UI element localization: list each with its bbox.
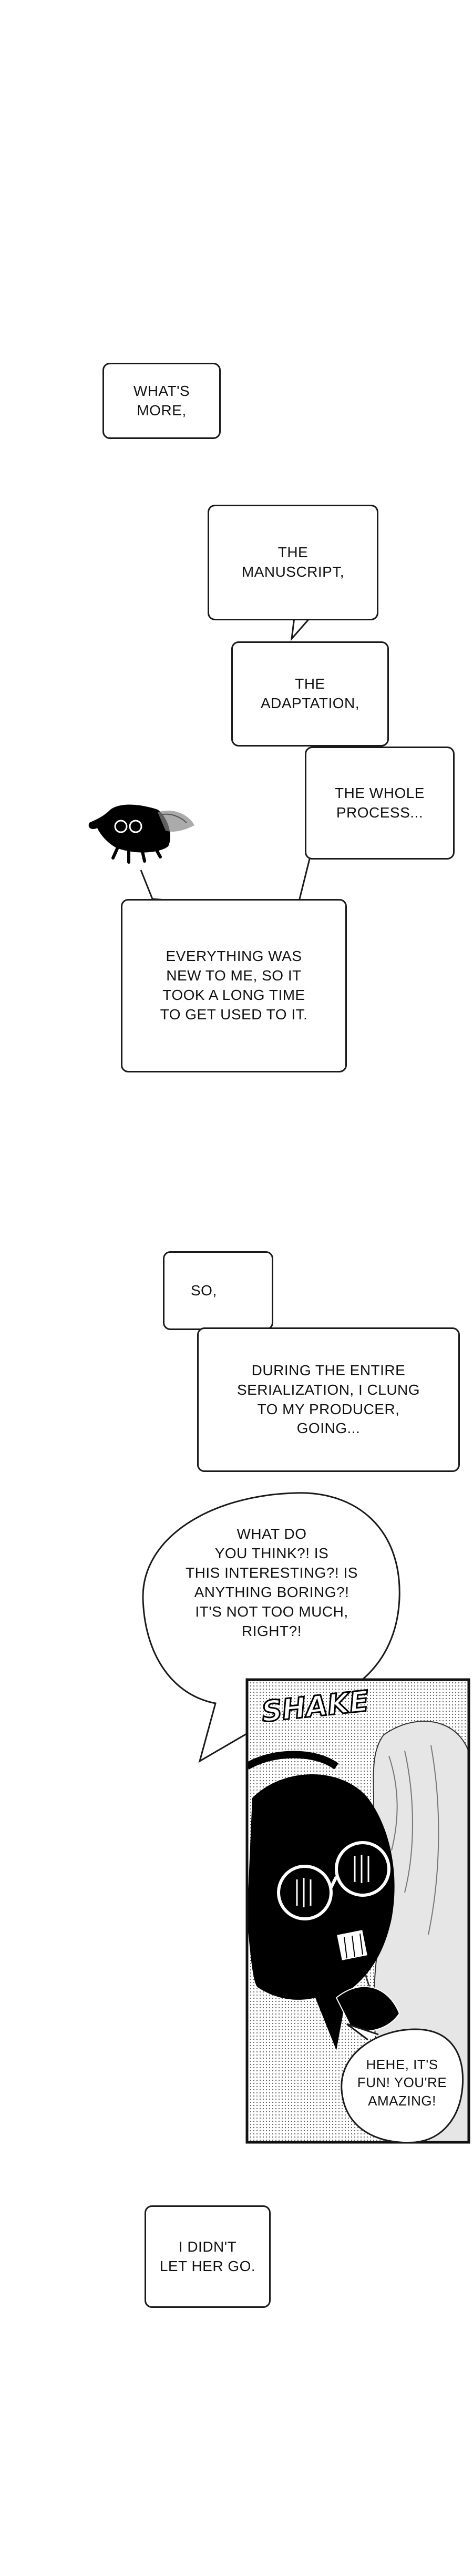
- caption-new-to-me: EVERYTHING WAS NEW TO ME, SO IT TOOK A L…: [121, 899, 347, 1072]
- caption-line: WHAT'S: [133, 382, 190, 399]
- caption-line: ADAPTATION,: [260, 695, 360, 711]
- speech-reply: HEHE, IT'S FUN! YOU'RE AMAZING!: [344, 2056, 460, 2110]
- caption-line: THE: [295, 676, 325, 692]
- caption-so: SO,: [163, 1251, 273, 1330]
- caption-line: TOOK A LONG TIME: [162, 987, 305, 1003]
- speech-line: YOU THINK?! IS: [214, 1545, 329, 1561]
- speech-line: ANYTHING BORING?!: [194, 1583, 349, 1600]
- caption-line: EVERYTHING WAS: [166, 948, 302, 965]
- caption-adaptation: THE ADAPTATION,: [231, 641, 389, 747]
- speech-line: HEHE, IT'S: [366, 2057, 438, 2072]
- caption-whats-more: WHAT'S MORE,: [102, 363, 221, 439]
- caption-line: MORE,: [137, 402, 187, 418]
- caption-tail: [299, 856, 311, 899]
- speech-line: AMAZING!: [368, 2092, 436, 2109]
- caption-manuscript: THE MANUSCRIPT,: [208, 505, 378, 620]
- caption-line: PROCESS...: [336, 804, 424, 821]
- caption-line: DURING THE ENTIRE: [251, 1362, 406, 1378]
- caption-line: NEW TO ME, SO IT: [166, 967, 302, 984]
- speech-question: WHAT DO YOU THINK?! IS THIS INTERESTING?…: [148, 1525, 395, 1641]
- caption-tail: [140, 870, 166, 901]
- flying-creature-icon: [88, 804, 194, 864]
- caption-line: GOING...: [296, 1420, 361, 1437]
- speech-line: FUN! YOU'RE: [357, 2074, 447, 2091]
- caption-line: TO GET USED TO IT.: [160, 1006, 308, 1023]
- caption-line: LET HER GO.: [159, 2257, 256, 2274]
- caption-line: TO MY PRODUCER,: [257, 1401, 400, 1417]
- caption-serialization: DURING THE ENTIRE SERIALIZATION, I CLUNG…: [197, 1327, 460, 1472]
- speech-line: IT'S NOT TOO MUCH,: [195, 1603, 348, 1620]
- reply-bubble-shape: [341, 2023, 464, 2144]
- caption-line: THE WHOLE: [335, 784, 425, 801]
- speech-line: RIGHT?!: [242, 1622, 302, 1639]
- caption-line: MANUSCRIPT,: [241, 564, 345, 580]
- caption-line: THE: [277, 544, 309, 561]
- speech-line: WHAT DO: [236, 1526, 307, 1542]
- caption-let-her-go: I DIDN'T LET HER GO.: [145, 2205, 271, 2308]
- caption-tail: [290, 617, 311, 641]
- speech-line: THIS INTERESTING?! IS: [186, 1564, 358, 1581]
- caption-line: SERIALIZATION, I CLUNG: [236, 1381, 420, 1398]
- caption-line: I DIDN'T: [178, 2238, 237, 2255]
- caption-line: SO,: [191, 1282, 217, 1299]
- caption-whole-process: THE WHOLE PROCESS...: [305, 747, 455, 860]
